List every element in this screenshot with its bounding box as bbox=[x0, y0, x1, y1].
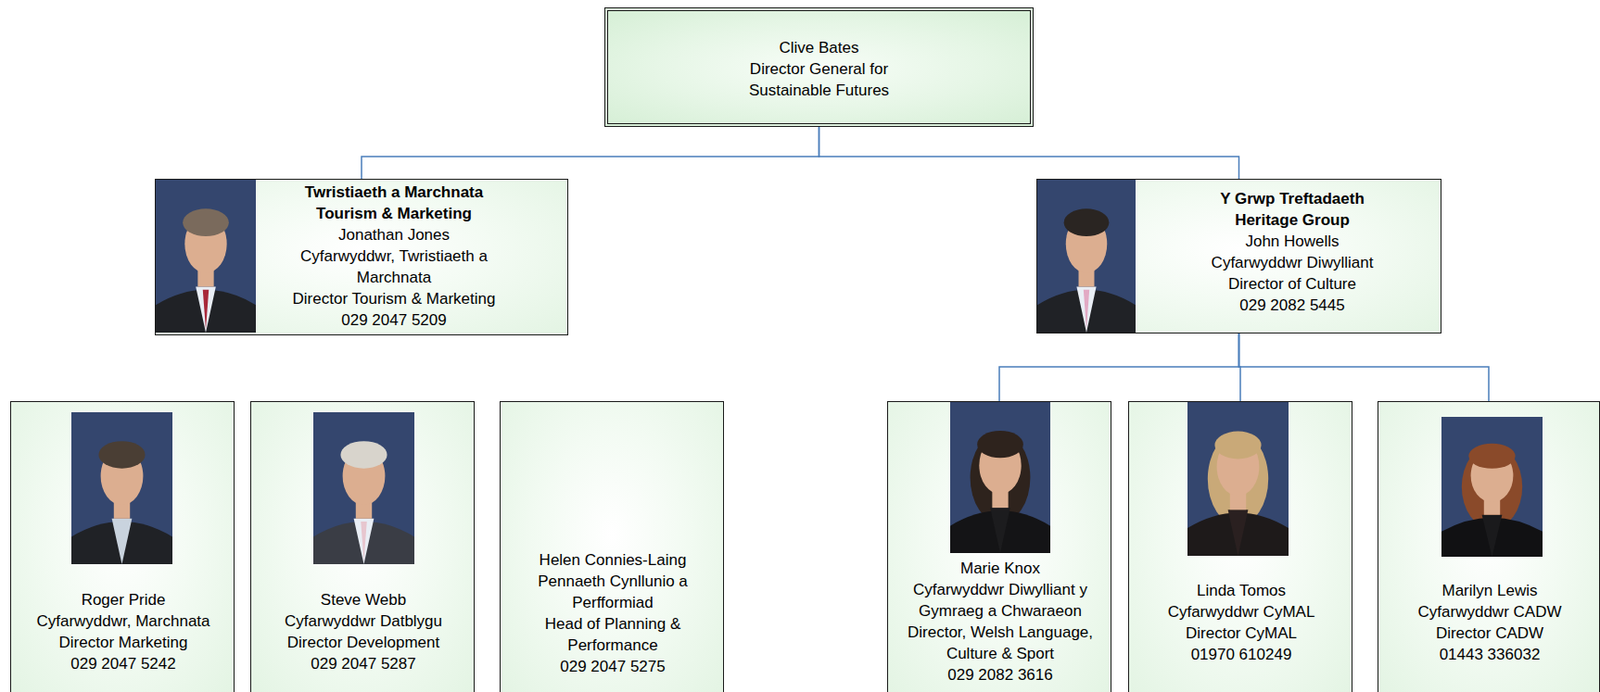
tie-shape bbox=[1083, 290, 1090, 331]
person-detail: Jonathan Jones bbox=[268, 224, 520, 246]
photo-background bbox=[1187, 402, 1289, 557]
portrait-photo bbox=[950, 402, 1051, 554]
hair-shape bbox=[182, 208, 229, 237]
person-detail: 029 2047 5287 bbox=[254, 653, 472, 675]
shirt-shape bbox=[195, 287, 216, 334]
text-group: Twristiaeth a MarchnataTourism & Marketi… bbox=[268, 181, 520, 331]
shirt-shape bbox=[990, 507, 1011, 554]
person-detail: 01970 610249 bbox=[1132, 644, 1350, 666]
body-shape bbox=[1037, 290, 1136, 333]
person-detail: Marilyn Lewis bbox=[1382, 580, 1598, 602]
shirt-shape bbox=[1076, 287, 1096, 334]
portrait-photo bbox=[313, 412, 415, 565]
person-detail: Director Development bbox=[254, 632, 472, 654]
group-heading: Y Grwp Treftadaeth bbox=[1153, 188, 1432, 210]
text-group: Y Grwp TreftadaethHeritage GroupJohn How… bbox=[1153, 188, 1432, 317]
text-group: Marie KnoxCyfarwyddwr Diwylliant y Gymra… bbox=[891, 558, 1109, 686]
person-detail: Linda Tomos bbox=[1132, 580, 1350, 602]
director-box: Roger PrideCyfarwyddwr, MarchnataDirecto… bbox=[10, 401, 235, 692]
text-group: Helen Connies-LaingPennaeth Cynllunio a … bbox=[504, 549, 722, 678]
director-box: Helen Connies-LaingPennaeth Cynllunio a … bbox=[499, 401, 724, 692]
person-detail: Director Tourism & Marketing bbox=[268, 288, 520, 310]
text-group: Roger PrideCyfarwyddwr, MarchnataDirecto… bbox=[14, 589, 232, 675]
group-director-box: Y Grwp TreftadaethHeritage GroupJohn How… bbox=[1036, 178, 1442, 334]
person-detail: Cyfarwyddwr, Twristiaeth a Marchnata bbox=[268, 245, 520, 289]
org-connector bbox=[819, 126, 1240, 179]
hair-shape bbox=[1468, 444, 1515, 470]
tie-shape bbox=[360, 521, 368, 562]
shirt-shape bbox=[354, 519, 375, 565]
person-detail: Helen Connies-Laing bbox=[504, 549, 722, 572]
person-detail: Director CADW bbox=[1382, 622, 1598, 645]
group-heading: Twristiaeth a Marchnata bbox=[268, 181, 520, 204]
person-detail: Cyfarwyddwr CADW bbox=[1382, 601, 1598, 623]
hair-shape bbox=[98, 441, 145, 470]
shirt-shape bbox=[1228, 509, 1249, 557]
person-detail: 029 2082 3616 bbox=[891, 664, 1109, 686]
person-detail: Cyfarwyddwr Diwylliant bbox=[1153, 252, 1432, 274]
photo-background bbox=[71, 412, 173, 565]
person-detail: 01443 336032 bbox=[1382, 644, 1598, 666]
director-box: Linda TomosCyfarwyddwr CyMALDirector CyM… bbox=[1128, 401, 1353, 692]
photo-background bbox=[1441, 417, 1543, 558]
portrait-photo bbox=[1441, 417, 1543, 558]
portrait-photo bbox=[1187, 402, 1289, 557]
person-detail: Clive Bates bbox=[729, 37, 909, 59]
hair-shape bbox=[1064, 208, 1110, 237]
photo-background bbox=[950, 402, 1051, 554]
group-heading: Heritage Group bbox=[1153, 209, 1432, 231]
shirt-shape bbox=[112, 519, 133, 565]
group-director-box: Twristiaeth a MarchnataTourism & Marketi… bbox=[154, 178, 569, 336]
person-detail: Director, Welsh Language, Culture & Spor… bbox=[891, 622, 1109, 665]
person-detail: Cyfarwyddwr Diwylliant y Gymraeg a Chwar… bbox=[891, 579, 1109, 623]
hair-shape bbox=[340, 441, 387, 470]
director-general-box: Clive BatesDirector General for Sustaina… bbox=[604, 7, 1034, 127]
photo-background bbox=[155, 179, 256, 333]
person-detail: Marie Knox bbox=[891, 558, 1109, 580]
photo-background bbox=[313, 412, 415, 565]
person-detail: 029 2082 5445 bbox=[1153, 294, 1432, 317]
body-shape bbox=[155, 290, 256, 333]
person-detail: 029 2047 5209 bbox=[268, 309, 520, 331]
hair-shape bbox=[977, 431, 1024, 458]
director-box: Steve WebbCyfarwyddwr DatblyguDirector D… bbox=[250, 401, 475, 692]
person-detail: Head of Planning & Performance bbox=[504, 613, 722, 657]
hair-shape bbox=[1214, 431, 1261, 460]
text-group: Linda TomosCyfarwyddwr CyMALDirector CyM… bbox=[1132, 580, 1350, 666]
tie-shape bbox=[203, 290, 209, 331]
photo-background bbox=[1037, 179, 1136, 333]
portrait-photo bbox=[71, 412, 173, 565]
org-connector bbox=[1239, 333, 1490, 402]
person-detail: John Howells bbox=[1153, 230, 1432, 253]
org-connector bbox=[361, 126, 820, 179]
person-detail: Cyfarwyddwr Datblygu bbox=[254, 610, 472, 633]
person-detail: Director of Culture bbox=[1153, 273, 1432, 295]
text-group: Steve WebbCyfarwyddwr DatblyguDirector D… bbox=[254, 589, 472, 675]
person-detail: 029 2047 5242 bbox=[14, 653, 232, 675]
portrait-photo bbox=[155, 179, 256, 333]
person-detail: Cyfarwyddwr, Marchnata bbox=[14, 610, 232, 633]
org-connector bbox=[999, 333, 1240, 402]
director-box: Marie KnoxCyfarwyddwr Diwylliant y Gymra… bbox=[887, 401, 1112, 692]
director-box: Marilyn LewisCyfarwyddwr CADWDirector CA… bbox=[1377, 401, 1600, 692]
person-detail: Cyfarwyddwr CyMAL bbox=[1132, 601, 1350, 623]
text-group: Marilyn LewisCyfarwyddwr CADWDirector CA… bbox=[1382, 580, 1598, 666]
person-detail: Pennaeth Cynllunio a Perfformiad bbox=[504, 571, 722, 614]
body-shape bbox=[313, 521, 415, 565]
person-detail: Steve Webb bbox=[254, 589, 472, 611]
shirt-shape bbox=[1482, 515, 1503, 558]
person-detail: 029 2047 5275 bbox=[504, 656, 722, 678]
person-detail: Roger Pride bbox=[14, 589, 232, 611]
portrait-photo bbox=[1037, 179, 1136, 333]
person-detail: Director General for Sustainable Futures bbox=[729, 58, 909, 102]
group-heading: Tourism & Marketing bbox=[268, 203, 520, 225]
person-detail: Director Marketing bbox=[14, 632, 232, 654]
person-detail: Director CyMAL bbox=[1132, 622, 1350, 645]
text-group: Clive BatesDirector General for Sustaina… bbox=[729, 37, 909, 102]
